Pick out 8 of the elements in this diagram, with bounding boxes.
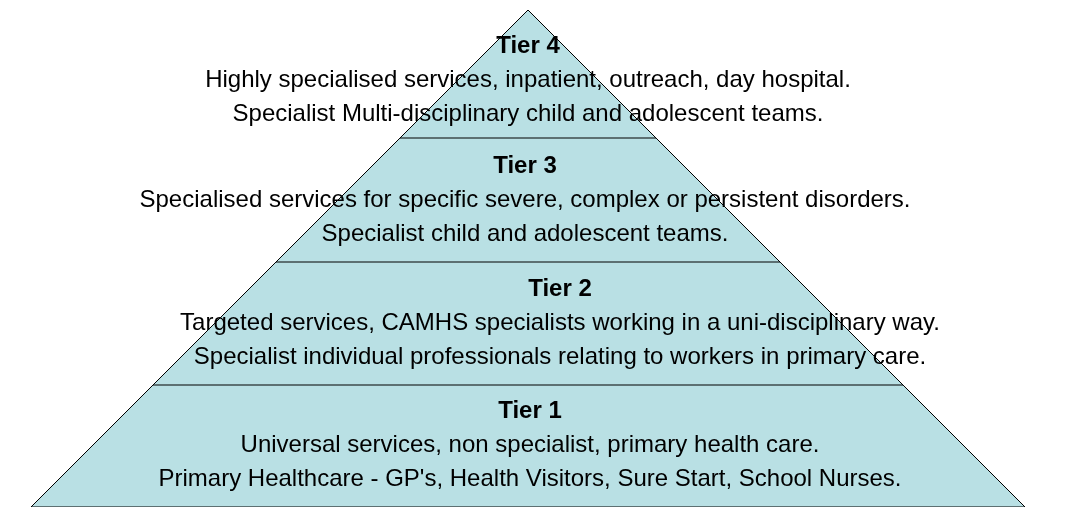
tier-heading: Tier 3 — [493, 150, 557, 180]
tier-description: Primary Healthcare - GP's, Health Visitors, Sure Start, School Nurses. — [158, 463, 902, 493]
tier-heading: Tier 4 — [496, 30, 560, 60]
tier-description: Universal services, non specialist, primary health care. — [240, 429, 820, 459]
tier-heading: Tier 1 — [498, 395, 562, 425]
tier-description: Specialist individual professionals relating to workers in primary care. — [193, 341, 927, 371]
tier-heading: Tier 2 — [528, 273, 592, 303]
tier-description: Specialist child and adolescent teams. — [321, 218, 729, 248]
